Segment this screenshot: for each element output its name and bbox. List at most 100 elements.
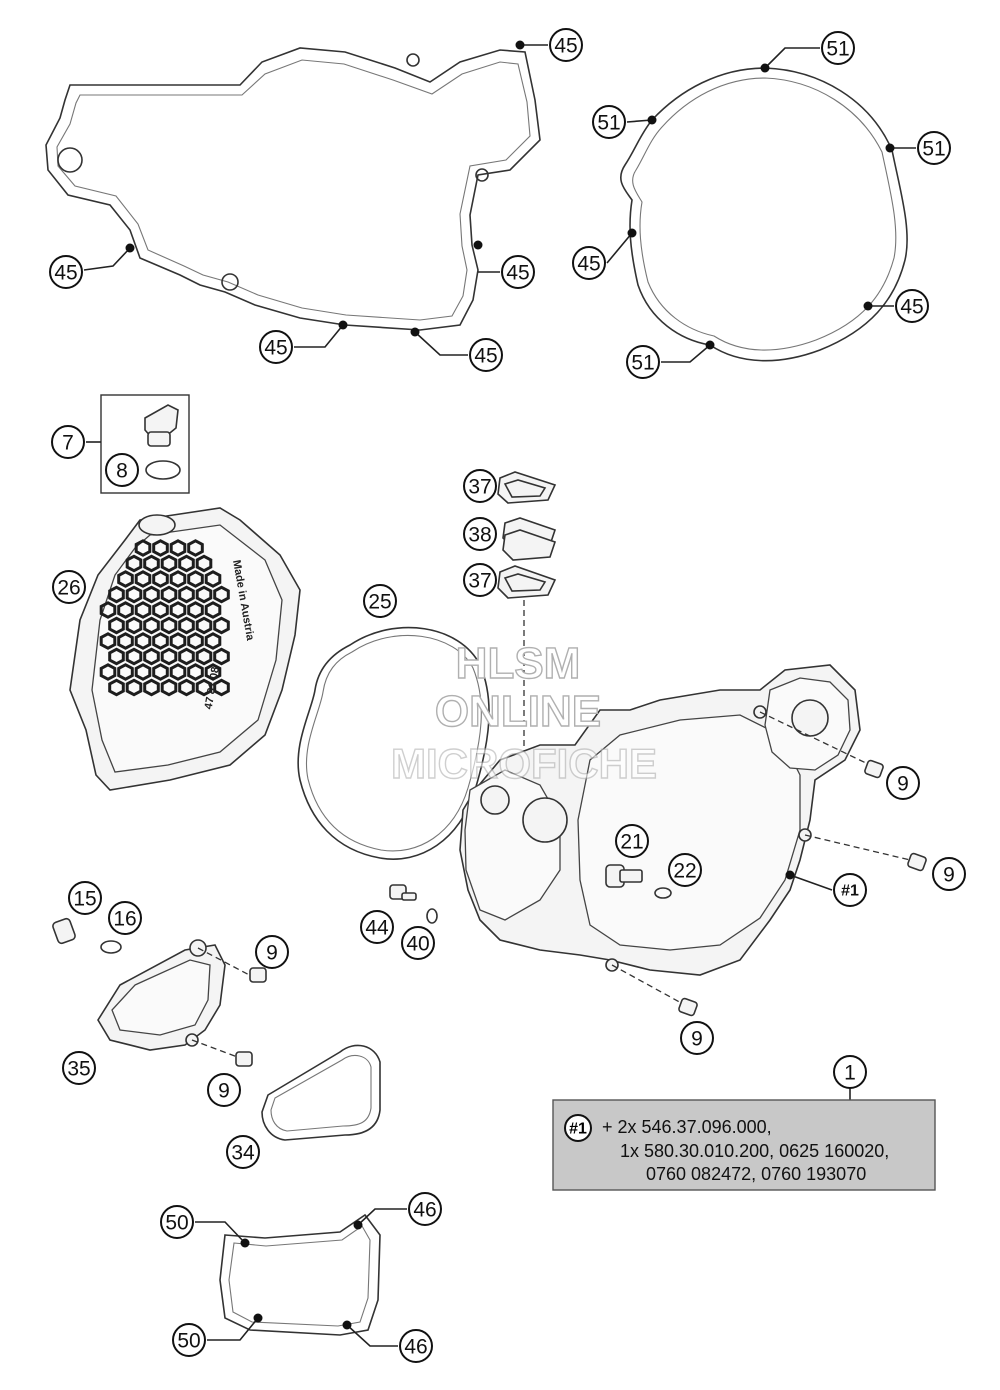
callout-circle	[68, 881, 102, 915]
hex-cell	[178, 616, 195, 635]
callout-label: 16	[113, 908, 136, 931]
callout-circle	[463, 469, 497, 503]
callout-label: 37	[468, 570, 491, 593]
leader-c-45-e	[414, 331, 468, 356]
callout-circle	[615, 824, 649, 858]
leader-dot-c-51-b	[647, 115, 657, 125]
leader-c-51-a	[764, 47, 820, 69]
callout-c-51-b: 51	[592, 105, 626, 139]
leader-dot-c-50-a	[240, 1238, 250, 1248]
leader-dot-c-51-d	[705, 340, 715, 350]
callout-circle	[62, 1051, 96, 1085]
callout-circle	[360, 910, 394, 944]
hex-cell	[195, 647, 213, 666]
callout-label: 45	[577, 253, 600, 276]
leader-c-ref1	[789, 874, 833, 891]
hex-cell	[134, 632, 152, 650]
note-ref-badge: #1	[569, 1121, 587, 1138]
callout-circle	[680, 1021, 714, 1055]
callout-circle	[108, 901, 142, 935]
callout-circle	[572, 246, 606, 280]
callout-c-9-d: 9	[680, 1021, 714, 1055]
callout-label: 45	[54, 262, 77, 285]
hex-cell	[117, 570, 134, 588]
hex-cell	[169, 570, 187, 588]
callout-label: 8	[116, 460, 128, 483]
leader-c-46-a	[357, 1208, 407, 1226]
callout-label: 46	[413, 1199, 436, 1222]
callout-circle	[259, 330, 293, 364]
watermark: HLSM ONLINE MICROFICHE	[390, 638, 657, 787]
hex-cell	[213, 585, 230, 604]
callout-label: 51	[922, 138, 945, 161]
callout-c-50-b: 50	[172, 1323, 206, 1357]
callout-label: 26	[57, 577, 80, 600]
hex-cell	[108, 616, 125, 635]
hex-cell	[99, 663, 117, 681]
callout-circle	[463, 517, 497, 551]
callout-label: 9	[691, 1028, 703, 1051]
leader-dot-c-45-f	[627, 228, 637, 238]
hex-cell	[213, 616, 230, 635]
leader-dot-c-46-b	[342, 1320, 352, 1330]
hex-cell	[187, 539, 204, 557]
leader-dot-c-45-e	[410, 327, 420, 337]
callout-circle	[52, 570, 86, 604]
water-pump-plug-and-ring	[52, 917, 122, 954]
callout-label: 35	[67, 1058, 90, 1081]
hex-cell	[108, 585, 125, 604]
callout-c-37-a: 37	[463, 469, 497, 503]
callout-label: 51	[597, 112, 620, 135]
callout-label: 25	[368, 591, 391, 614]
leader-dot-c-45-b	[125, 243, 135, 253]
cover-hex-grid	[99, 539, 230, 697]
callout-c-22: 22	[668, 853, 702, 887]
callout-c-1: 1	[833, 1055, 867, 1089]
watermark-line-1: HLSM	[456, 639, 581, 688]
callout-label: 9	[943, 864, 955, 887]
hex-cell	[134, 570, 152, 588]
cover-o-ring-inner	[306, 634, 482, 852]
hex-cell	[152, 601, 169, 619]
callout-label: 1	[844, 1062, 856, 1085]
callout-c-40: 40	[401, 926, 435, 960]
cover-screws	[678, 759, 927, 1017]
hex-cell	[134, 601, 152, 619]
watermark-line-3: MICROFICHE	[391, 740, 657, 787]
callout-label: 46	[404, 1336, 427, 1359]
callout-c-45-c: 45	[501, 255, 535, 289]
callout-circle	[895, 289, 929, 323]
hex-cell	[143, 678, 160, 697]
leader-c-45-d	[294, 324, 344, 348]
callout-circle	[255, 935, 289, 969]
hex-cell	[187, 570, 204, 588]
callout-circle	[833, 873, 867, 907]
callout-label: 9	[266, 942, 278, 965]
callout-circle	[51, 425, 85, 459]
hex-cell	[108, 678, 125, 697]
hex-cell	[125, 585, 143, 604]
hex-cell	[143, 585, 160, 604]
hex-cell	[99, 632, 117, 650]
callout-circle	[549, 28, 583, 62]
callout-c-50-a: 50	[160, 1205, 194, 1239]
callout-label: 15	[73, 888, 96, 911]
callout-circle	[592, 105, 626, 139]
water-pump-cover-gasket	[261, 1044, 381, 1141]
callout-c-45-e: 45	[469, 338, 503, 372]
callout-c-9-c: 9	[255, 935, 289, 969]
callout-c-25: 25	[363, 584, 397, 618]
callout-c-34: 34	[226, 1135, 260, 1169]
callout-circle	[226, 1135, 260, 1169]
leader-dot-c-46-a	[353, 1220, 363, 1230]
callout-circle	[932, 857, 966, 891]
hex-cell	[125, 647, 143, 666]
callout-circle	[501, 255, 535, 289]
hex-cell	[204, 601, 222, 619]
callout-c-8: 8	[105, 453, 139, 487]
callout-circle	[833, 1055, 867, 1089]
hex-cell	[187, 632, 204, 650]
callout-label: 45	[900, 296, 923, 319]
leader-dot-c-45-c	[473, 240, 483, 250]
hex-cell	[152, 539, 169, 557]
